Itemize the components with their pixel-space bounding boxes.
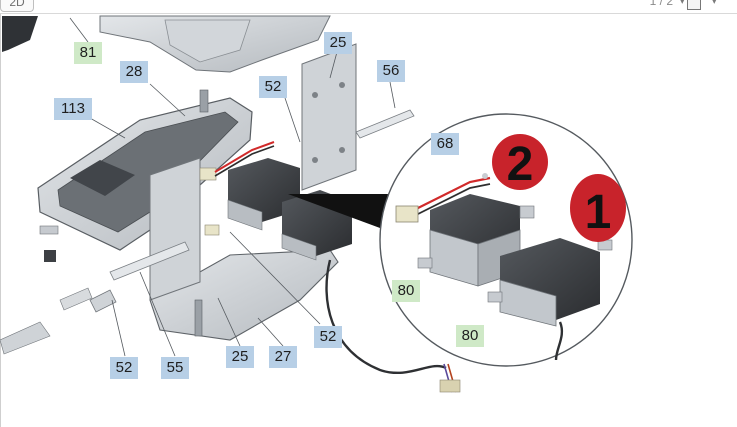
loose-fasteners — [0, 225, 93, 355]
cable — [325, 259, 447, 375]
chevron-down-icon[interactable]: ▾ — [711, 0, 717, 7]
callout-81[interactable]: 81 — [74, 42, 102, 64]
page-indicator: 1 / 2 — [649, 0, 673, 8]
plate-25-upper — [301, 43, 357, 191]
badge-1 — [570, 174, 626, 242]
detail-valve-1 — [487, 238, 613, 361]
callout-55[interactable]: 55 — [161, 357, 189, 379]
callout-52-middle[interactable]: 52 — [314, 326, 342, 348]
callout-80-upper[interactable]: 80 — [392, 280, 420, 302]
badge-2-text: 2 — [507, 138, 534, 191]
badge-2 — [492, 134, 548, 190]
callout-56[interactable]: 56 — [377, 60, 405, 82]
callout-52-lower[interactable]: 52 — [110, 357, 138, 379]
callout-68[interactable]: 68 — [431, 133, 459, 155]
lower-tray — [149, 249, 339, 341]
roller — [2, 16, 38, 52]
fitting-52 — [89, 289, 117, 313]
zoom-pointer — [288, 194, 388, 228]
callout-80-lower[interactable]: 80 — [456, 325, 484, 347]
callout-113[interactable]: 113 — [54, 98, 92, 120]
base-tray — [37, 89, 253, 251]
upper-housing — [99, 15, 331, 73]
view-2d-tab[interactable]: 2D — [0, 0, 34, 12]
callout-28[interactable]: 28 — [120, 61, 148, 83]
pin-56 — [355, 109, 415, 139]
square-icon[interactable] — [687, 0, 701, 10]
callout-25-upper[interactable]: 25 — [324, 32, 352, 54]
viewer-toolbar: 2D 1 / 2 ▾ ▾ — [0, 0, 737, 14]
callout-52-upper[interactable]: 52 — [259, 76, 287, 98]
plate-25-lower — [149, 157, 201, 301]
viewer-left-border — [0, 14, 1, 427]
pin-55 — [109, 241, 190, 281]
chevron-down-icon[interactable]: ▾ — [679, 0, 685, 7]
badge-1-text: 1 — [585, 186, 612, 239]
callout-25-lower[interactable]: 25 — [226, 346, 254, 368]
callout-27[interactable]: 27 — [269, 346, 297, 368]
